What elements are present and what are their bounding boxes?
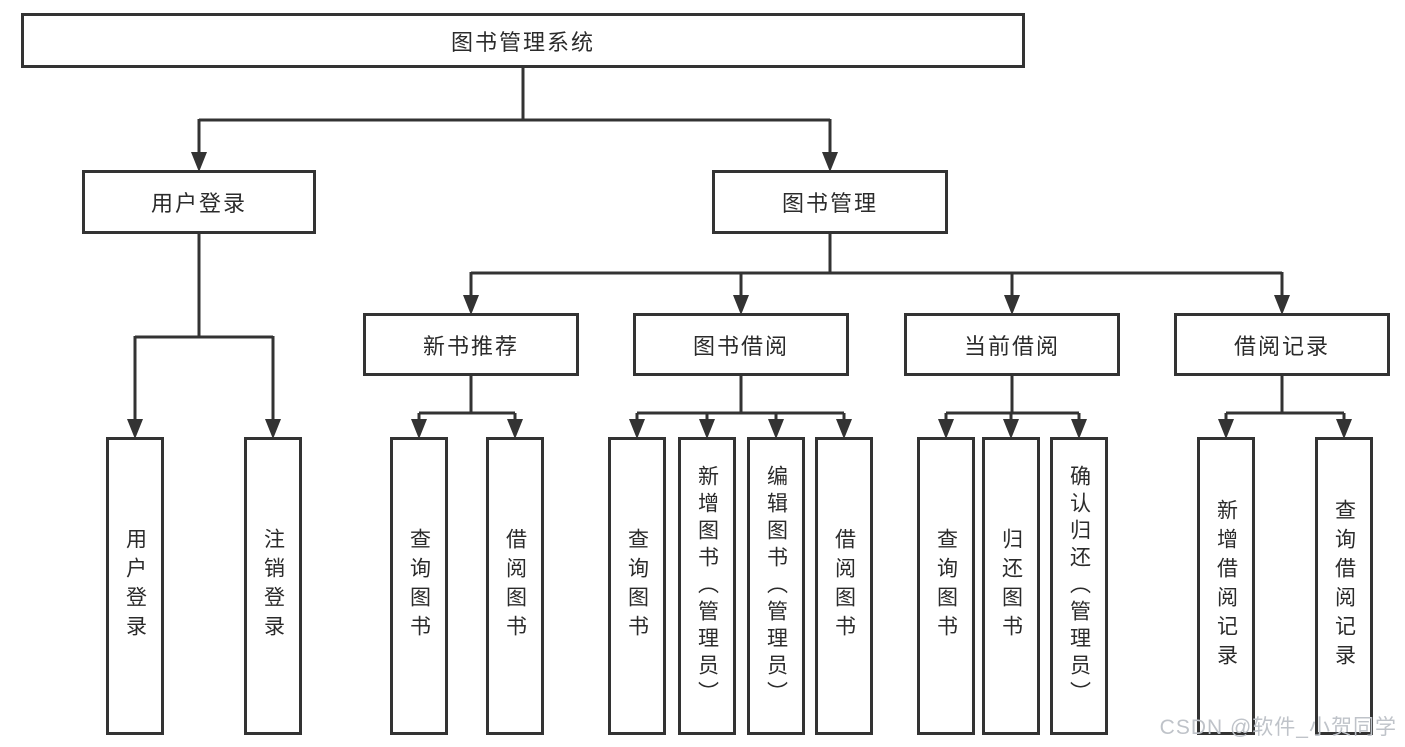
leaf-borrow-books-recommend: 借阅图书: [486, 437, 544, 735]
leaf-confirm-return-admin-label: 确认归还（管理员）: [1067, 464, 1091, 708]
leaf-query-books-borrowing: 查询图书: [608, 437, 666, 735]
leaf-borrow-books-borrowing: 借阅图书: [815, 437, 873, 735]
leaf-borrow-books-recommend-label: 借阅图书: [503, 528, 527, 644]
leaf-edit-book-admin: 编辑图书（管理员）: [747, 437, 805, 735]
node-root-system: 图书管理系统: [21, 13, 1025, 68]
leaf-borrow-books-borrowing-label: 借阅图书: [832, 528, 856, 644]
node-current-borrowing-label: 当前借阅: [963, 333, 1060, 359]
leaf-return-book: 归还图书: [982, 437, 1040, 735]
node-book-management: 图书管理: [712, 170, 948, 234]
node-book-borrowing: 图书借阅: [633, 313, 849, 376]
leaf-add-borrow-record-label: 新增借阅记录: [1214, 499, 1238, 673]
leaf-add-borrow-record: 新增借阅记录: [1197, 437, 1255, 735]
node-new-book-recommend: 新书推荐: [363, 313, 579, 376]
node-root-system-label: 图书管理系统: [450, 29, 595, 55]
leaf-edit-book-admin-label: 编辑图书（管理员）: [764, 464, 788, 708]
leaf-logout: 注销登录: [244, 437, 302, 735]
leaf-query-books-borrowing-label: 查询图书: [625, 528, 649, 644]
leaf-query-books-recommend-label: 查询图书: [407, 528, 431, 644]
leaf-return-book-label: 归还图书: [999, 528, 1023, 644]
leaf-query-borrow-record-label: 查询借阅记录: [1332, 499, 1356, 673]
csdn-watermark: CSDN @软件_小贺同学: [1159, 716, 1397, 739]
node-current-borrowing: 当前借阅: [904, 313, 1120, 376]
leaf-query-books-current: 查询图书: [917, 437, 975, 735]
leaf-confirm-return-admin: 确认归还（管理员）: [1050, 437, 1108, 735]
leaf-logout-label: 注销登录: [261, 528, 285, 644]
leaf-add-book-admin-label: 新增图书（管理员）: [695, 464, 719, 708]
node-user-login-label: 用户登录: [150, 191, 247, 216]
leaf-query-books-current-label: 查询图书: [934, 528, 958, 644]
leaf-user-login-label: 用户登录: [123, 528, 147, 644]
node-borrowing-records: 借阅记录: [1174, 313, 1390, 376]
node-user-login: 用户登录: [82, 170, 316, 234]
node-new-book-recommend-label: 新书推荐: [422, 333, 519, 359]
node-book-management-label: 图书管理: [781, 191, 878, 216]
leaf-add-book-admin: 新增图书（管理员）: [678, 437, 736, 735]
leaf-query-borrow-record: 查询借阅记录: [1315, 437, 1373, 735]
node-book-borrowing-label: 图书借阅: [692, 333, 789, 359]
leaf-query-books-recommend: 查询图书: [390, 437, 448, 735]
leaf-user-login: 用户登录: [106, 437, 164, 735]
node-borrowing-records-label: 借阅记录: [1233, 333, 1330, 359]
